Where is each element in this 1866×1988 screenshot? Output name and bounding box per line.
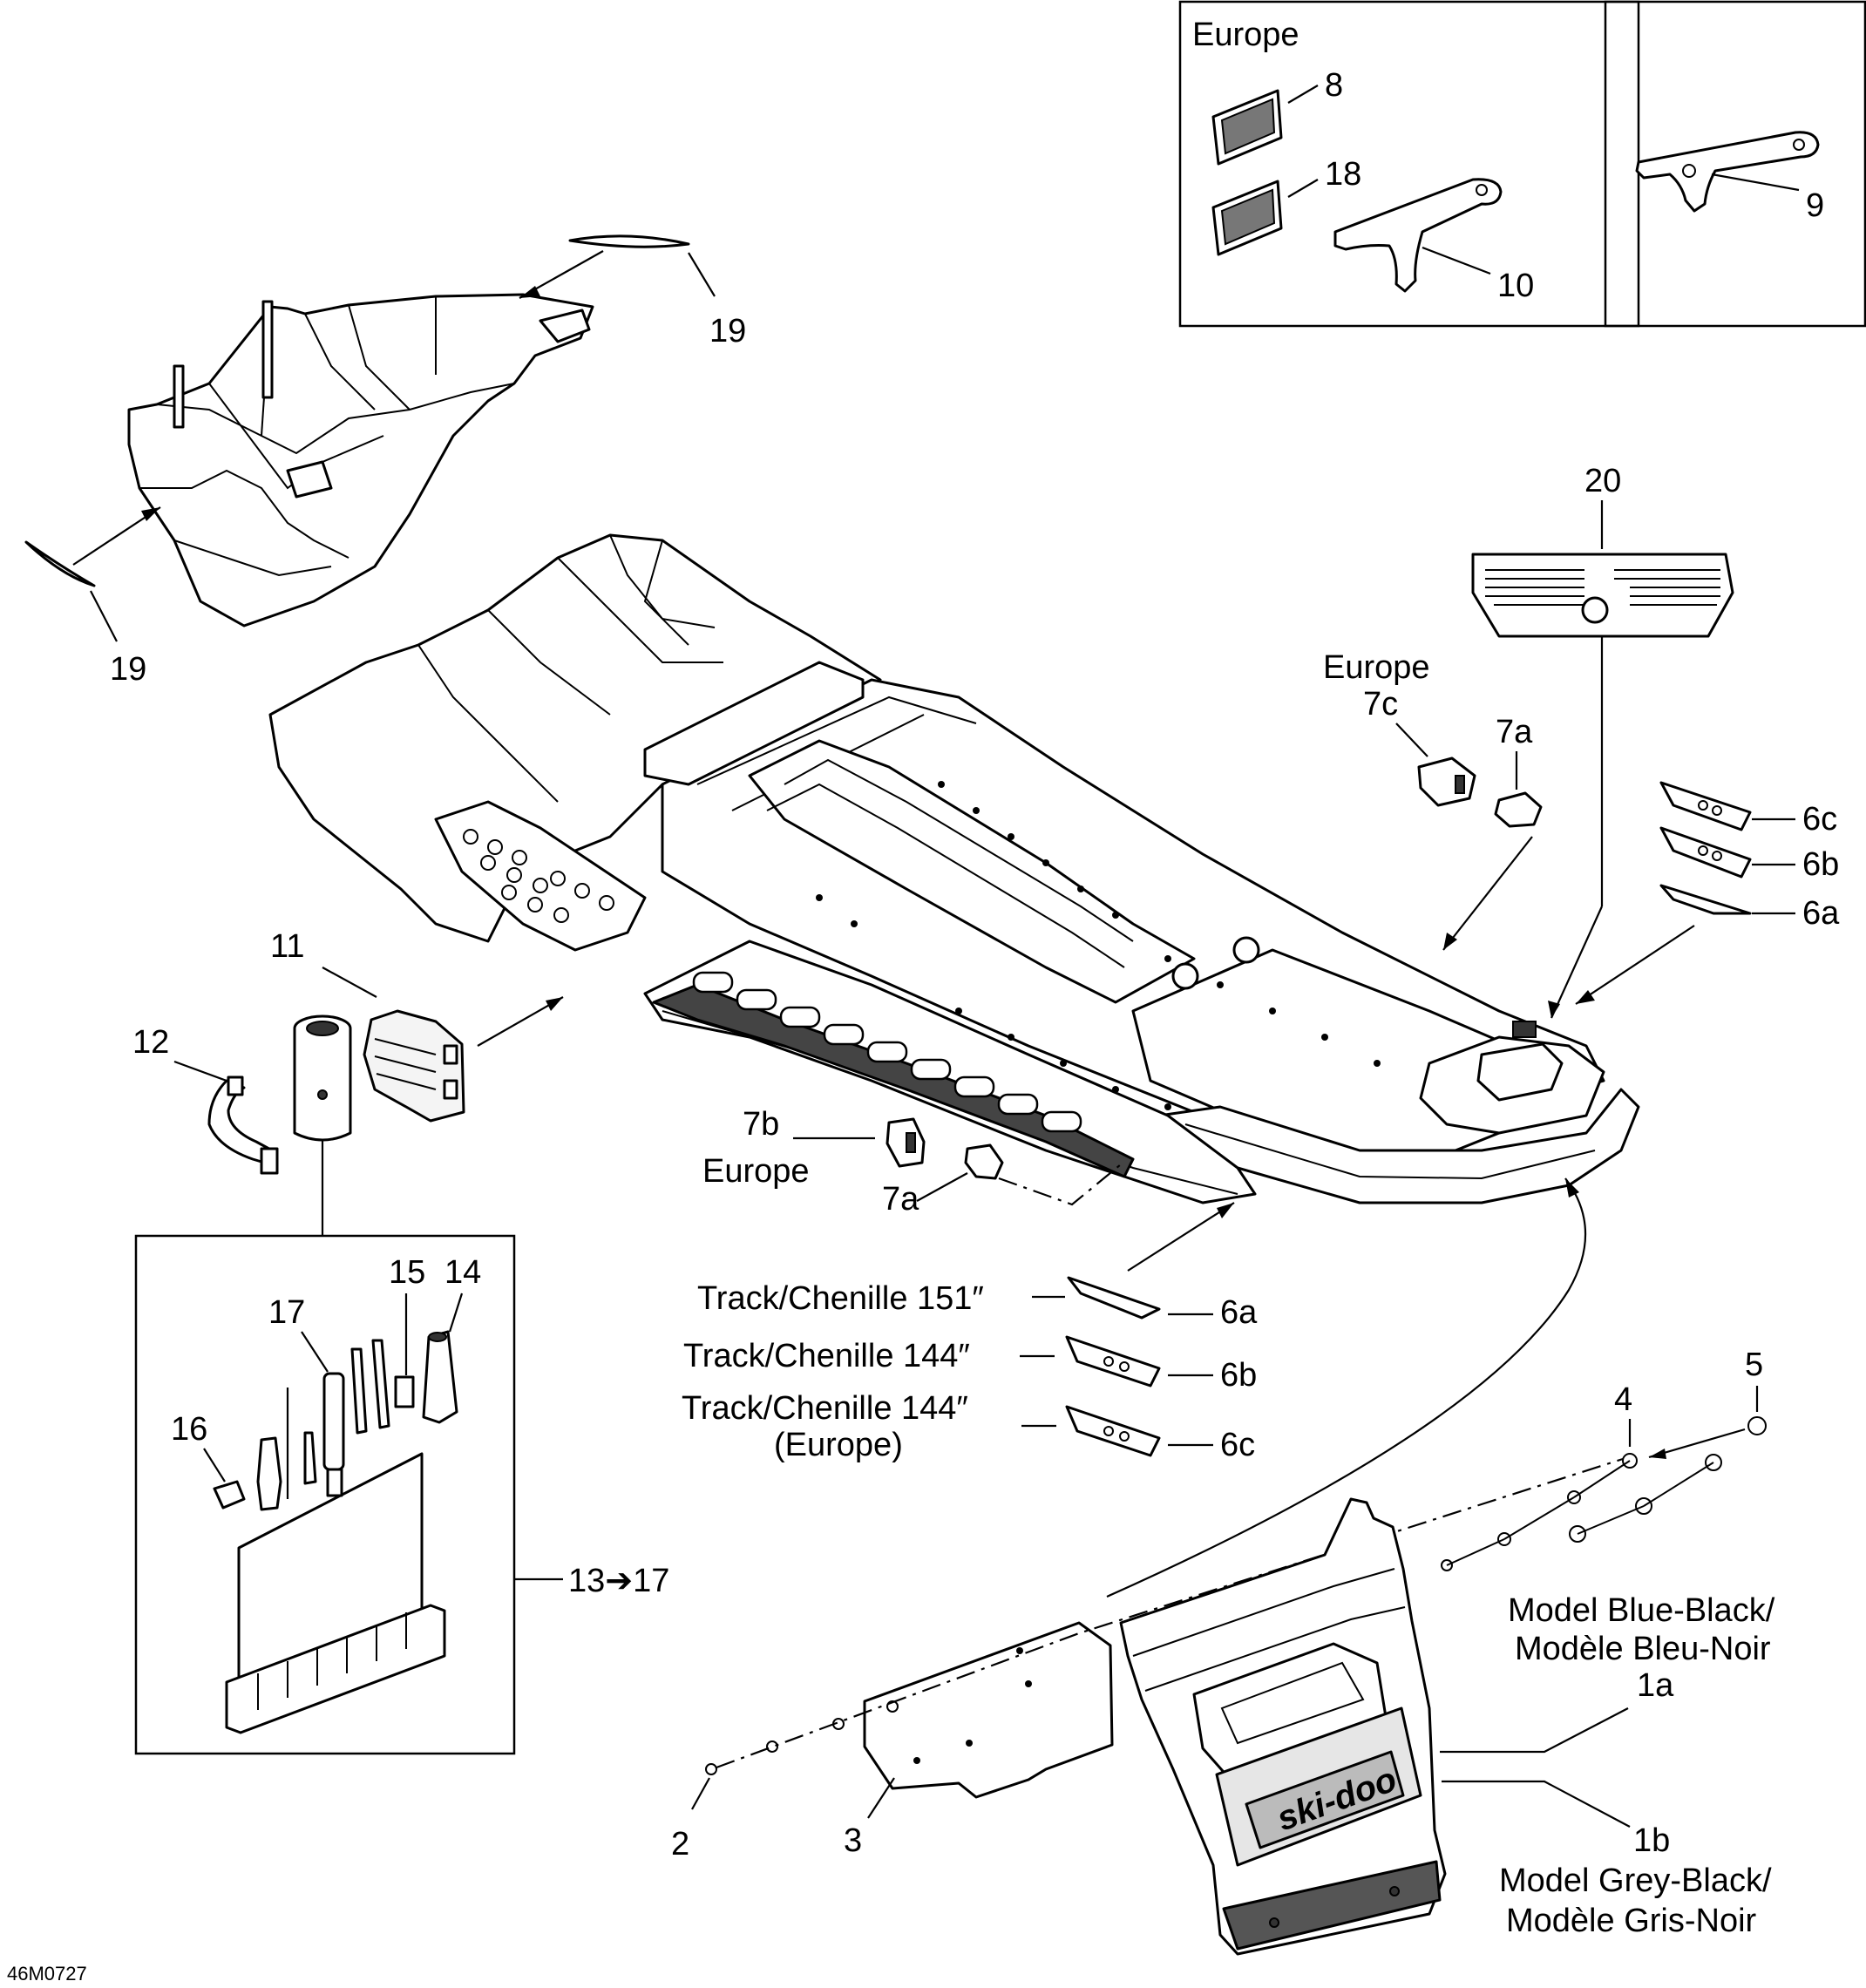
part-19-trim-strip-top: 19 bbox=[519, 234, 746, 349]
label-model-grey-2: Modèle Gris-Noir bbox=[1506, 1903, 1757, 1939]
label-4: 4 bbox=[1614, 1381, 1632, 1418]
label-europe-7b: Europe bbox=[702, 1153, 810, 1190]
label-8: 8 bbox=[1325, 67, 1343, 104]
label-6c-top: 6c bbox=[1802, 801, 1837, 838]
part-19-trim-strip-left: 19 bbox=[24, 506, 161, 688]
europe-parts-box: Europe 8 18 10 bbox=[1178, 0, 1640, 328]
diagram-code: 46M0727 bbox=[7, 1963, 87, 1985]
label-5: 5 bbox=[1745, 1347, 1763, 1383]
part-8-reflector: 8 bbox=[1211, 67, 1343, 166]
part-7c-light: Europe 7c bbox=[1323, 649, 1476, 807]
label-1a: 1a bbox=[1637, 1667, 1674, 1704]
label-7a-bottom: 7a bbox=[882, 1181, 919, 1218]
label-9: 9 bbox=[1806, 187, 1824, 224]
toolkit-box: 13➔17 17 16 15 14 bbox=[134, 1234, 669, 1755]
tool-tube bbox=[293, 1014, 352, 1236]
label-19-top: 19 bbox=[709, 313, 746, 349]
part-2-fasteners: 2 bbox=[671, 1457, 1624, 1862]
label-6a-bottom: 6a bbox=[1220, 1294, 1258, 1331]
label-track-151: Track/Chenille 151″ bbox=[697, 1280, 984, 1317]
label-6b-top: 6b bbox=[1802, 846, 1839, 883]
part-7b-light: 7b Europe bbox=[702, 1106, 926, 1190]
parts-6-top-stack: 6c 6b 6a bbox=[1575, 781, 1840, 1005]
label-model-blue-1: Model Blue-Black/ bbox=[1508, 1592, 1775, 1629]
label-19-left: 19 bbox=[110, 651, 146, 688]
part-11-module: 11 bbox=[270, 928, 564, 1123]
label-7c: 7c bbox=[1363, 686, 1398, 723]
europe-box-title: Europe bbox=[1192, 17, 1299, 53]
part-12-strap: 12 bbox=[132, 1024, 279, 1175]
label-kit-range: 13➔17 bbox=[568, 1563, 669, 1599]
label-18: 18 bbox=[1325, 156, 1361, 193]
part-3-backing-plate: 3 bbox=[844, 1621, 1114, 1859]
part-9-box: 9 bbox=[1604, 0, 1866, 328]
label-7a-top: 7a bbox=[1496, 714, 1533, 750]
label-14: 14 bbox=[444, 1254, 481, 1291]
label-7b: 7b bbox=[743, 1106, 779, 1143]
label-model-blue-2: Modèle Bleu-Noir bbox=[1515, 1631, 1771, 1667]
label-6c-bottom: 6c bbox=[1220, 1427, 1255, 1463]
label-europe-7c: Europe bbox=[1323, 649, 1430, 686]
part-20-warning-decal: 20 bbox=[1471, 463, 1734, 1019]
label-track-144-eu-2: (Europe) bbox=[774, 1427, 903, 1463]
label-2: 2 bbox=[671, 1826, 689, 1862]
part-1-snow-flap: ski-doo Model Blue-Black/ Modèle Bleu-No… bbox=[1119, 1497, 1775, 1956]
label-6a-top: 6a bbox=[1802, 895, 1840, 932]
label-track-144-eu-1: Track/Chenille 144″ bbox=[682, 1390, 968, 1427]
label-11: 11 bbox=[270, 928, 304, 965]
label-16: 16 bbox=[171, 1411, 207, 1448]
label-10: 10 bbox=[1497, 268, 1534, 304]
hardware-4-5: 4 5 bbox=[1441, 1347, 1767, 1571]
label-15: 15 bbox=[389, 1254, 425, 1291]
part-7a-light-top: 7a bbox=[1442, 714, 1543, 951]
chassis-tunnel bbox=[268, 533, 1640, 1204]
bumper-leader-arc bbox=[1106, 1177, 1587, 1598]
label-17: 17 bbox=[268, 1294, 305, 1331]
part-18-reflector: 18 bbox=[1211, 156, 1361, 256]
label-1b: 1b bbox=[1633, 1822, 1670, 1859]
label-6b-bottom: 6b bbox=[1220, 1357, 1257, 1394]
track-variants: Track/Chenille 151″ 6a Track/Chenille 14… bbox=[682, 1202, 1258, 1463]
label-model-grey-1: Model Grey-Black/ bbox=[1499, 1862, 1772, 1899]
label-3: 3 bbox=[844, 1822, 862, 1859]
label-12: 12 bbox=[132, 1024, 169, 1061]
label-track-144: Track/Chenille 144″ bbox=[683, 1338, 970, 1374]
label-20: 20 bbox=[1584, 463, 1621, 499]
part-7a-light-bottom: 7a bbox=[882, 1143, 1122, 1218]
part-10-spanner-wrench: 10 bbox=[1333, 178, 1534, 304]
front-cowl bbox=[127, 293, 594, 628]
